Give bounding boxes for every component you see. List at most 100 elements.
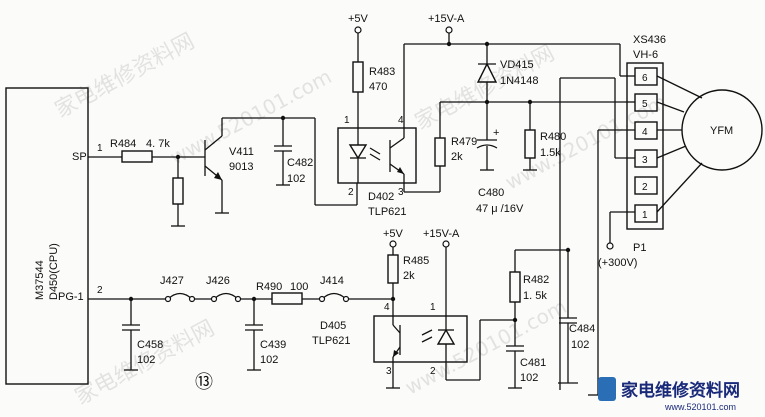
rail-300v: (+300V)	[598, 257, 637, 269]
c482-value: 102	[287, 173, 305, 185]
c482-label: C482	[287, 157, 313, 169]
r483-resistor	[352, 61, 364, 93]
motor-label: YFM	[710, 125, 733, 137]
r480-value: 1.5k	[540, 147, 561, 159]
pin-number: 3	[386, 366, 392, 377]
r482-resistor	[509, 271, 521, 303]
r484-resistor	[121, 150, 153, 163]
c439-value: 102	[260, 354, 278, 366]
d402-optocoupler: 1 4 2 3 D402 TLP621	[337, 115, 417, 218]
r484-value: 4. 7k	[146, 138, 170, 150]
yfm-motor: YFM	[656, 75, 763, 213]
c480-label: C480	[478, 187, 504, 199]
rail-15v-top: +15V-A	[428, 13, 465, 25]
connector-pin-6: 6	[634, 67, 658, 86]
r482-label: R482	[523, 274, 549, 286]
pin-number: 4	[384, 302, 390, 313]
d405-label: D405	[320, 320, 346, 332]
logo-url: www.520101.com	[664, 402, 736, 412]
pin-number: 2	[348, 187, 354, 198]
site-logo: 家电维修资料网 www.520101.com	[598, 377, 740, 412]
mcu-ref: D450(CPU)	[48, 243, 60, 300]
r479-label: R479	[451, 136, 477, 148]
r479-value: 2k	[451, 151, 463, 163]
bottom-right-network: R482 1. 5k C481 102 C484 102	[445, 130, 600, 396]
pin-number: 1	[97, 143, 103, 154]
svg-text:2: 2	[642, 182, 648, 193]
r479-resistor	[434, 137, 446, 167]
svg-text:5: 5	[642, 99, 648, 110]
r480-resistor	[524, 129, 536, 159]
c439-label: C439	[260, 339, 286, 351]
svg-text:4: 4	[642, 127, 648, 138]
xs436-label: XS436	[633, 34, 666, 46]
rail-5v-bottom: +5V	[383, 228, 404, 240]
mcu-block: M37544 D450(CPU) SP PG-1	[5, 87, 89, 385]
logo-text: 家电维修资料网	[621, 380, 740, 401]
connector-pin-1: 1	[634, 204, 658, 223]
r485-label: R485	[403, 255, 429, 267]
d405-type: TLP621	[312, 335, 351, 347]
c458-label: C458	[137, 339, 163, 351]
sp-circuit: 1 R484 4. 7k V411 9013 C482 102	[88, 115, 358, 227]
rail-5v-top: +5V	[348, 13, 369, 25]
j414-label: J414	[320, 275, 344, 287]
j427-label: J427	[160, 275, 184, 287]
pin-number: 1	[344, 115, 350, 126]
c480-value: 47 μ /16V	[476, 203, 524, 215]
r490-label: R490	[256, 281, 282, 293]
vd415-type: 1N4148	[500, 75, 539, 87]
xs436-connector: XS436 VH-6 6 5 4 3 2 1	[559, 34, 666, 390]
c481-label: C481	[520, 357, 546, 369]
pin-number: 2	[430, 366, 436, 377]
bottom-15v: +15V-A	[423, 228, 460, 262]
svg-text:6: 6	[642, 73, 648, 84]
pin-number: 4	[398, 115, 404, 126]
d405-optocoupler: 4 1 3 2 D405 TLP621	[312, 262, 468, 389]
c484-value: 102	[571, 339, 589, 351]
r483-branch: +5V R483 470	[348, 13, 395, 128]
watermark-text: 家电维修资料网	[51, 29, 199, 123]
figure-number: ⑬	[195, 372, 213, 392]
p1-label: P1	[633, 242, 646, 254]
v411-value: 9013	[229, 161, 253, 173]
r485-resistor	[387, 254, 399, 284]
c480-polarity: +	[493, 127, 499, 139]
connector-pin-2: 2	[634, 176, 658, 195]
r490-value: 100	[290, 281, 308, 293]
watermark-url: www.520101.com	[401, 294, 570, 399]
pin-number: 3	[398, 187, 404, 198]
watermark-text: 家电维修资料网	[411, 41, 559, 135]
emitter-arrow	[214, 172, 222, 180]
r484-label: R484	[110, 138, 136, 150]
r483-label: R483	[369, 66, 395, 78]
pin-number: 2	[97, 285, 103, 296]
pg-circuit: 2 C458 102 J427 J426 C439 102 R490 100	[88, 228, 429, 371]
j426-label: J426	[206, 275, 230, 287]
vd415-label: VD415	[500, 59, 534, 71]
c458-value: 102	[137, 354, 155, 366]
pin-number: 1	[430, 302, 436, 313]
mcu-name: M37544	[34, 260, 46, 300]
r480-label: R480	[540, 131, 566, 143]
r483-value: 470	[369, 81, 387, 93]
connector-pin-3: 3	[634, 149, 658, 168]
c481-value: 102	[520, 372, 538, 384]
base-pulldown-resistor	[172, 177, 184, 205]
r485-value: 2k	[403, 270, 415, 282]
r490-resistor	[271, 292, 303, 305]
r482-value: 1. 5k	[523, 290, 547, 302]
d402-type: TLP621	[368, 206, 407, 218]
mcu-pin-sp: SP	[72, 151, 87, 163]
mcu-pin-pg: PG-1	[58, 291, 84, 303]
c484-label: C484	[569, 323, 595, 335]
svg-text:1: 1	[642, 210, 648, 221]
d402-label: D402	[368, 191, 394, 203]
xs436-type: VH-6	[633, 49, 658, 61]
logo-icon	[598, 377, 616, 401]
rail-15v-bottom: +15V-A	[423, 228, 460, 240]
v411-label: V411	[229, 146, 254, 158]
svg-text:3: 3	[642, 155, 648, 166]
